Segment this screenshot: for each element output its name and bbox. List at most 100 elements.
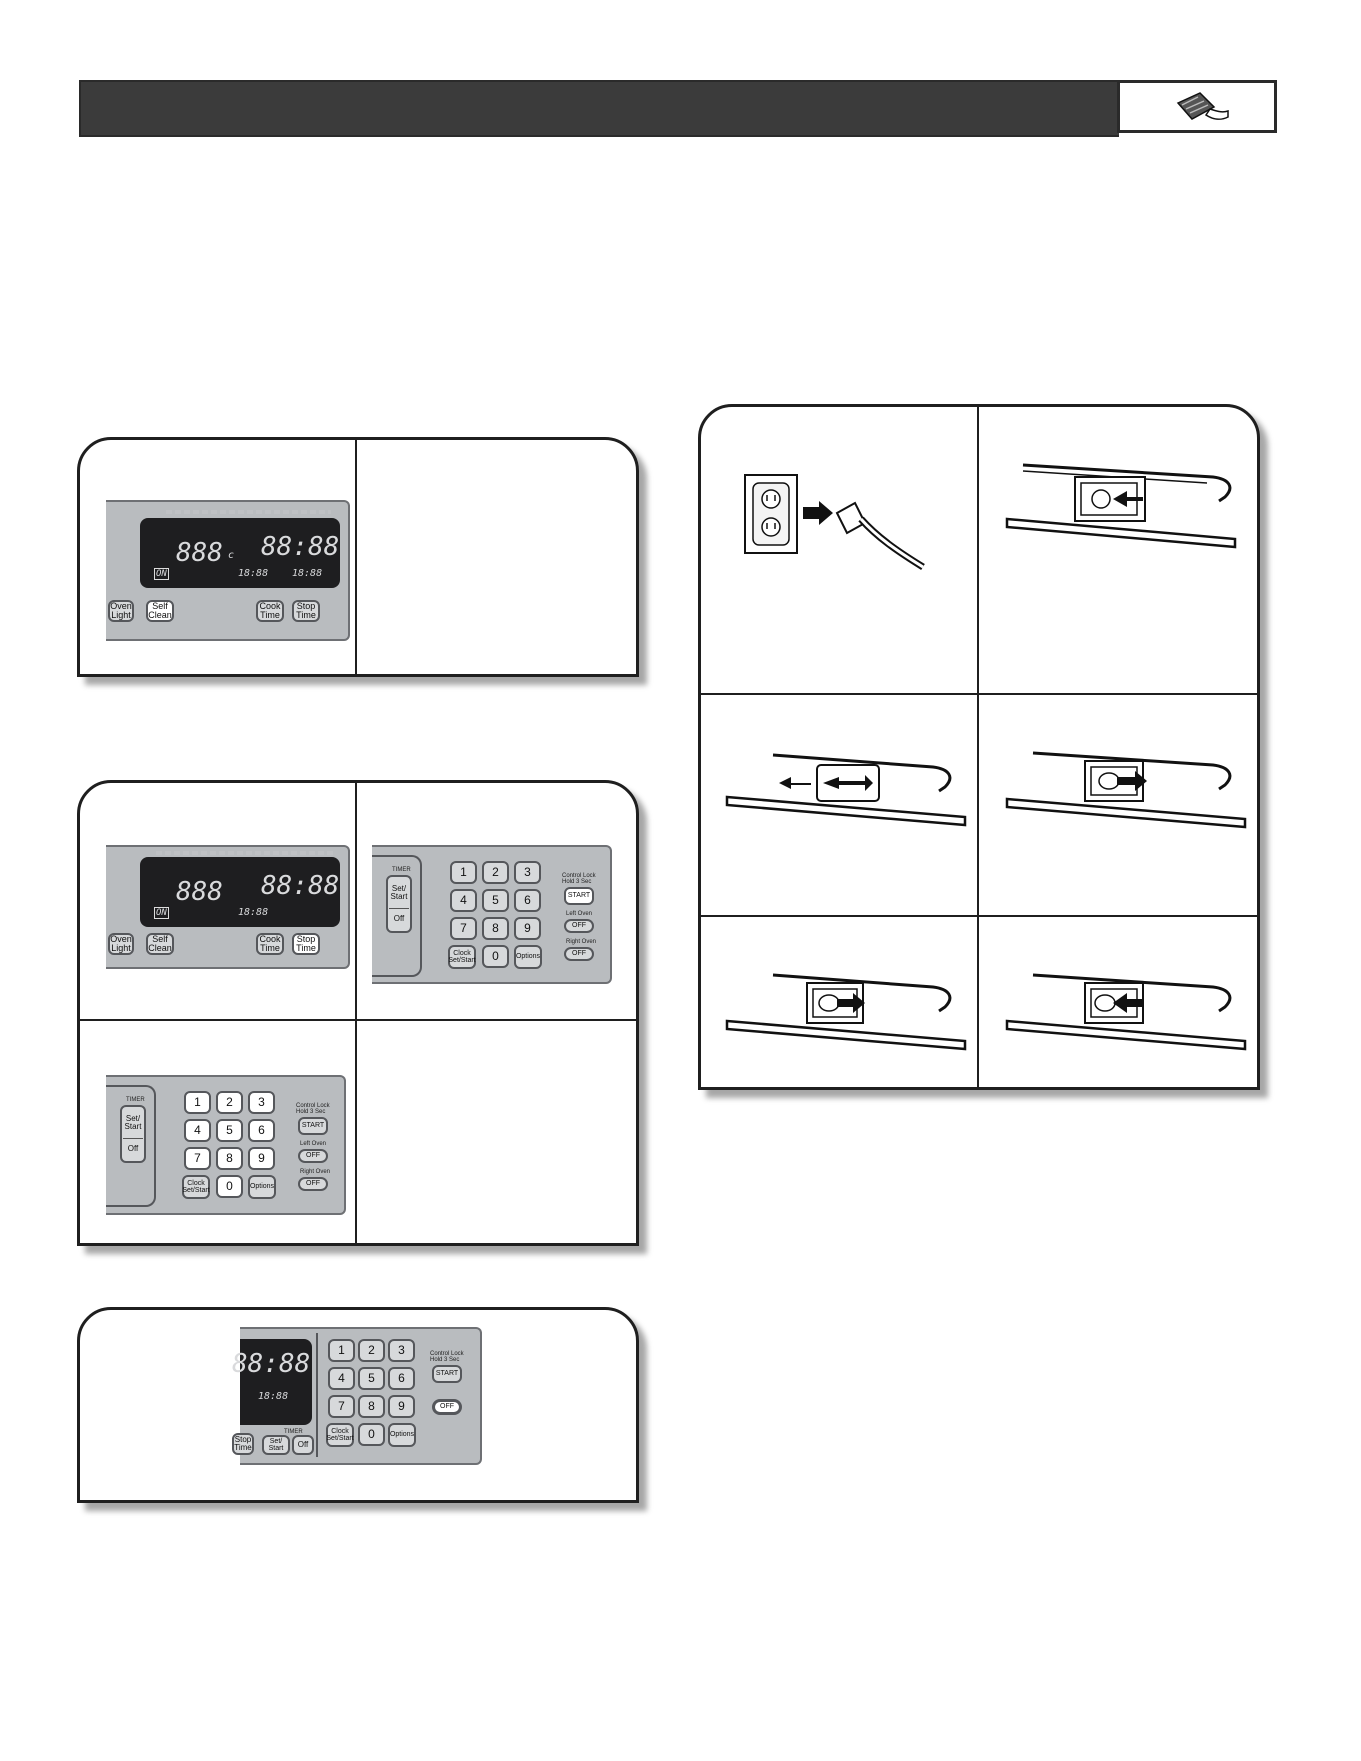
oven-light-button[interactable]: Oven Light xyxy=(108,933,134,955)
small-digits-left: 18:88 xyxy=(238,907,269,918)
key-4[interactable]: 4 xyxy=(184,1119,211,1142)
key-8[interactable]: 8 xyxy=(358,1395,385,1418)
key-9[interactable]: 9 xyxy=(388,1395,415,1418)
options-button[interactable]: Options xyxy=(388,1423,416,1447)
key-5[interactable]: 5 xyxy=(216,1119,243,1142)
keypad-illustration: TIMER Set/ Start Off 1 2 3 4 5 6 7 8 9 C… xyxy=(372,845,612,984)
key-9[interactable]: 9 xyxy=(248,1147,275,1170)
key-2[interactable]: 2 xyxy=(358,1339,385,1362)
left-oven-label: Left Oven xyxy=(566,911,593,917)
control-lock-label: Control Lock Hold 3 Sec xyxy=(562,873,596,885)
light-cover-replace-icon xyxy=(1005,973,1247,1051)
key-8[interactable]: 8 xyxy=(216,1147,243,1170)
key-7[interactable]: 7 xyxy=(328,1395,355,1418)
left-oven-off-button[interactable]: OFF xyxy=(298,1149,328,1163)
right-oven-label: Right Oven xyxy=(566,939,597,945)
section-header-bar xyxy=(79,80,1119,137)
start-button[interactable]: START xyxy=(564,887,594,905)
right-oven-off-button[interactable]: OFF xyxy=(564,947,594,961)
key-0[interactable]: 0 xyxy=(216,1175,243,1198)
small-digits-right: 18:88 xyxy=(292,568,323,579)
control-panel-illustration: 888 c 88:88 18:88 18:88 ON Oven Light Se… xyxy=(106,500,350,641)
small-digits-left: 18:88 xyxy=(238,568,269,579)
stop-time-button[interactable]: Stop Time xyxy=(292,933,320,955)
self-clean-figure-panel: 888 c 88:88 18:88 18:88 ON Oven Light Se… xyxy=(77,437,639,677)
panel-divider xyxy=(355,440,357,674)
timer-set-start-label: Set/ Start xyxy=(390,883,408,902)
key-3[interactable]: 3 xyxy=(514,861,541,884)
start-button[interactable]: START xyxy=(298,1117,328,1135)
panel-divider xyxy=(355,783,357,1243)
off-button[interactable]: OFF xyxy=(432,1399,462,1415)
bulb-insert-icon xyxy=(725,973,967,1051)
unplug-power-icon xyxy=(744,474,925,570)
temp-digits: 888 xyxy=(176,538,223,568)
self-clean-button[interactable]: Self Clean xyxy=(146,933,174,955)
options-button[interactable]: Options xyxy=(248,1175,276,1199)
on-indicator: ON xyxy=(154,568,169,580)
timer-label: TIMER xyxy=(126,1097,145,1103)
left-oven-off-button[interactable]: OFF xyxy=(564,919,594,933)
key-6[interactable]: 6 xyxy=(388,1367,415,1390)
bulb-remove-icon xyxy=(1005,751,1247,829)
key-8[interactable]: 8 xyxy=(482,917,509,940)
panel-divider xyxy=(701,693,1257,695)
light-cover-slide-icon xyxy=(725,753,967,827)
key-7[interactable]: 7 xyxy=(450,917,477,940)
key-4[interactable]: 4 xyxy=(328,1367,355,1390)
clock-set-start-button[interactable]: Clock Set/Start xyxy=(182,1175,210,1199)
timer-set-start-button[interactable]: Set/ Start Off xyxy=(386,875,412,933)
keypad-illustration: TIMER Set/ Start Off 1 2 3 4 5 6 7 8 9 C… xyxy=(106,1075,346,1215)
key-1[interactable]: 1 xyxy=(328,1339,355,1362)
panel-divider xyxy=(80,1019,636,1021)
small-digits: 18:88 xyxy=(258,1391,289,1402)
key-2[interactable]: 2 xyxy=(216,1091,243,1114)
stop-time-figure-panel: 888 88:88 18:88 ON Oven Light Self Clean… xyxy=(77,780,639,1246)
panel-divider xyxy=(701,915,1257,917)
timer-off-button[interactable]: Off xyxy=(292,1435,314,1455)
cook-time-button[interactable]: Cook Time xyxy=(256,600,284,622)
key-6[interactable]: 6 xyxy=(514,889,541,912)
options-button[interactable]: Options xyxy=(514,945,542,969)
clock-set-start-button[interactable]: Clock Set/Start xyxy=(448,945,476,969)
left-oven-label: Left Oven xyxy=(300,1141,327,1147)
start-button[interactable]: START xyxy=(432,1365,462,1383)
timer-label: TIMER xyxy=(392,867,411,873)
key-6[interactable]: 6 xyxy=(248,1119,275,1142)
off-button-figure-panel: 88:88 18:88 Stop Time TIMER Set/ Start O… xyxy=(77,1307,639,1503)
key-7[interactable]: 7 xyxy=(184,1147,211,1170)
header-icon-box xyxy=(1117,80,1277,133)
clock-digits: 88:88 xyxy=(232,1349,311,1379)
timer-set-start-label: Set/ Start xyxy=(124,1113,142,1132)
cook-time-button[interactable]: Cook Time xyxy=(256,933,284,955)
key-0[interactable]: 0 xyxy=(358,1423,385,1446)
timer-off-label: Off xyxy=(127,1143,139,1153)
clock-set-start-button[interactable]: Clock Set/Start xyxy=(326,1423,354,1447)
unit-label: c xyxy=(228,550,235,561)
key-3[interactable]: 3 xyxy=(248,1091,275,1114)
timer-off-label: Off xyxy=(393,913,405,923)
stop-time-button[interactable]: Stop Time xyxy=(292,600,320,622)
key-2[interactable]: 2 xyxy=(482,861,509,884)
key-5[interactable]: 5 xyxy=(482,889,509,912)
right-oven-off-button[interactable]: OFF xyxy=(298,1177,328,1191)
key-4[interactable]: 4 xyxy=(450,889,477,912)
key-1[interactable]: 1 xyxy=(450,861,477,884)
cleaning-cloth-icon xyxy=(1176,92,1229,120)
key-3[interactable]: 3 xyxy=(388,1339,415,1362)
timer-set-start-button[interactable]: Set/ Start xyxy=(262,1435,290,1455)
key-5[interactable]: 5 xyxy=(358,1367,385,1390)
key-0[interactable]: 0 xyxy=(482,945,509,968)
timer-set-start-button[interactable]: Set/ Start Off xyxy=(120,1105,146,1163)
control-lock-label: Control Lock Hold 3 Sec xyxy=(296,1103,330,1115)
panel-divider xyxy=(977,407,979,1087)
oven-light-steps-panel xyxy=(698,404,1260,1090)
self-clean-button[interactable]: Self Clean xyxy=(146,600,174,622)
oven-light-button[interactable]: Oven Light xyxy=(108,600,134,622)
key-9[interactable]: 9 xyxy=(514,917,541,940)
light-cover-remove-icon xyxy=(1005,463,1237,549)
clock-digits: 88:88 xyxy=(261,532,340,562)
key-1[interactable]: 1 xyxy=(184,1091,211,1114)
timer-label: TIMER xyxy=(284,1429,303,1435)
stop-time-button[interactable]: Stop Time xyxy=(232,1433,254,1455)
